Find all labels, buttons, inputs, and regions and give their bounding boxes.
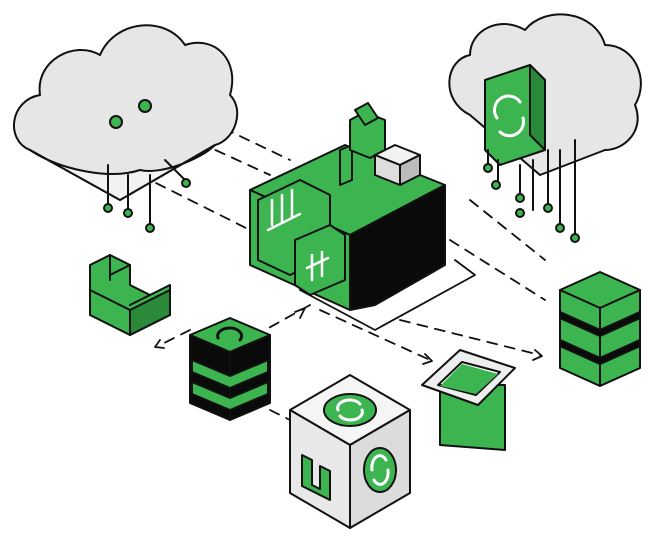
sync-badge [323,393,377,427]
right-server-stack [559,271,641,387]
screen-frame [421,349,516,451]
port-icon [109,115,123,129]
cloud-body [13,24,239,201]
sync-tile [484,64,546,166]
cable-pins [103,159,191,233]
port-icon [138,99,152,113]
sync-cube [289,374,411,529]
sync-badge [363,447,397,493]
central-compute-block [249,102,446,311]
left-server-stack [189,317,271,421]
connector-panel [294,224,346,296]
block-side [349,184,446,311]
cloud-face [29,144,216,201]
sync-icon [336,398,364,422]
left-cloud [13,24,239,233]
cable-pins [483,139,580,243]
small-cube [374,144,421,186]
right-cloud [448,13,642,243]
platform-outline [299,259,476,331]
chip-icon [266,188,302,232]
arrow-heads [154,307,543,365]
puzzle-block [89,254,171,336]
connector-icon [305,250,330,282]
sync-icon [492,94,525,138]
sync-icon [216,326,244,342]
u-shape-icon [301,454,331,501]
sync-icon [370,454,390,486]
